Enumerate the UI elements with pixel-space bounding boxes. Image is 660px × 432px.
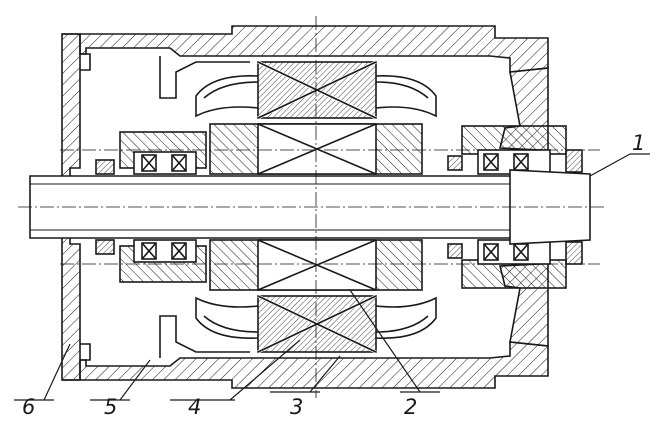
- left-bearing-assembly: [95, 131, 207, 283]
- leader-lines: [14, 153, 650, 401]
- callout-3: 3: [290, 395, 303, 419]
- callout-5: 5: [104, 395, 117, 419]
- center-lines: [18, 16, 604, 398]
- callout-2: 2: [404, 395, 417, 419]
- callout-4: 4: [188, 395, 201, 419]
- callout-1: 1: [632, 131, 645, 155]
- stator-windings: [195, 75, 437, 339]
- stator-core: [257, 60, 377, 354]
- callout-6: 6: [22, 395, 35, 419]
